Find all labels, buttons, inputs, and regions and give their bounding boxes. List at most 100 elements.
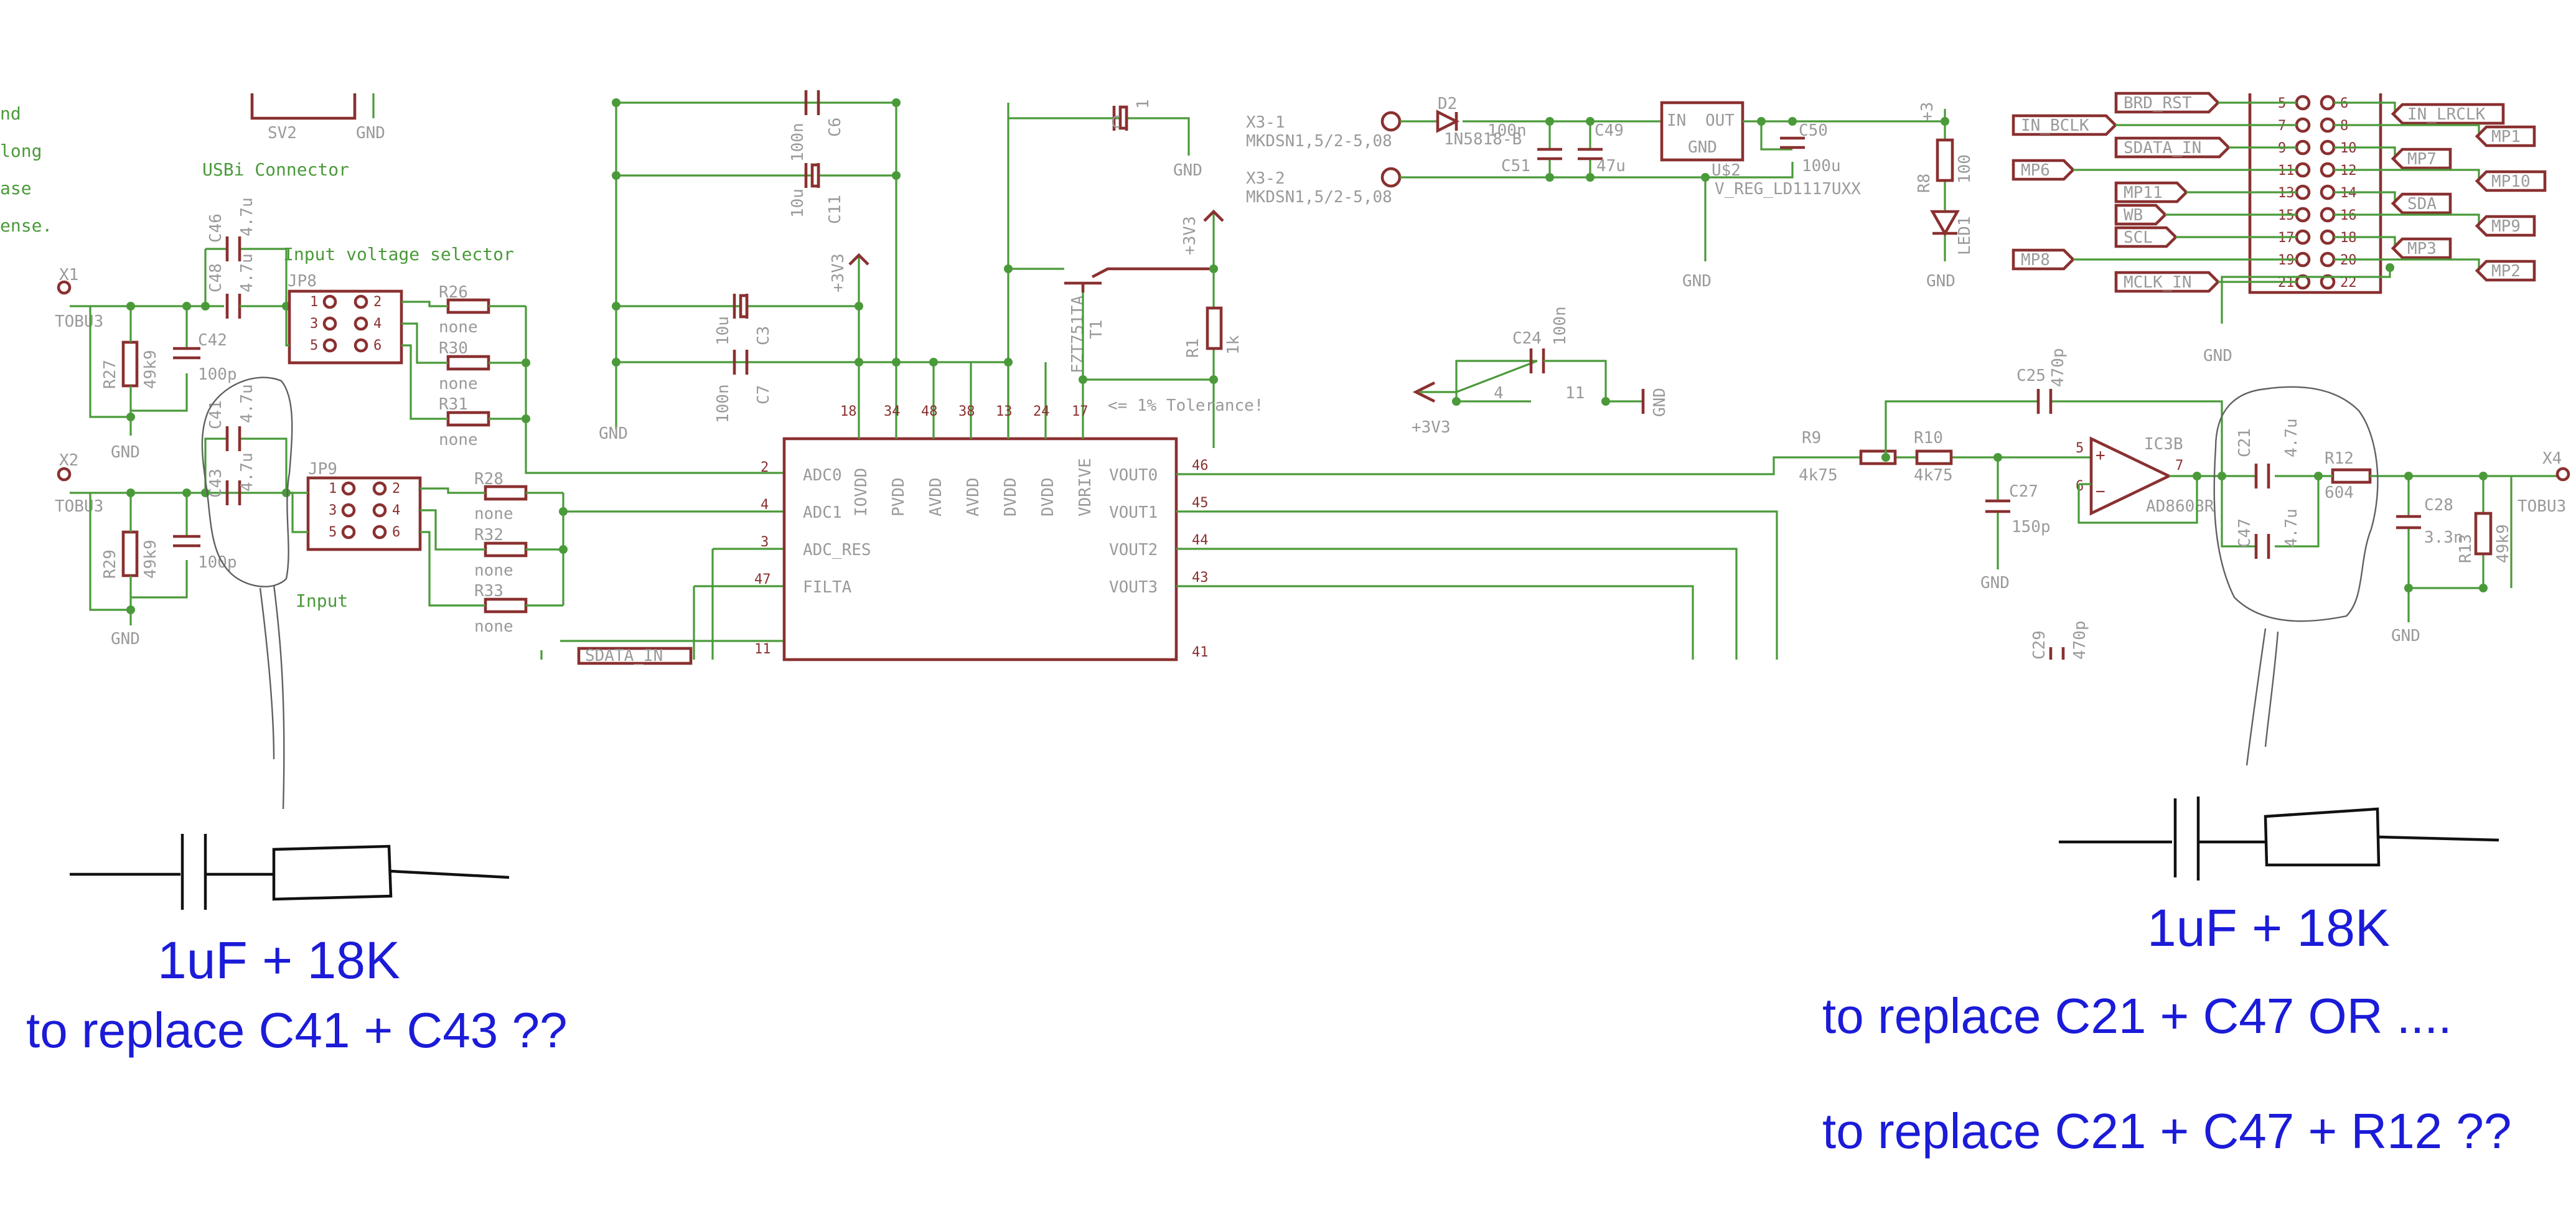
svg-text:−: − bbox=[2096, 482, 2105, 501]
header-pin bbox=[2295, 117, 2311, 133]
svg-text:MKDSN1,5/2-5,08: MKDSN1,5/2-5,08 bbox=[1246, 188, 1392, 207]
svg-text:1k: 1k bbox=[1224, 335, 1243, 355]
svg-text:47: 47 bbox=[754, 572, 771, 587]
right-proposed-value: 1uF + 18K bbox=[2147, 899, 2390, 957]
svg-text:FILTA: FILTA bbox=[803, 578, 852, 597]
svg-text:47u: 47u bbox=[1596, 157, 1626, 175]
svg-text:4.7u: 4.7u bbox=[238, 384, 256, 423]
header-signal-flag bbox=[2012, 159, 2076, 181]
svg-text:C42: C42 bbox=[198, 331, 227, 350]
svg-text:3: 3 bbox=[761, 535, 769, 550]
header-pin bbox=[2320, 251, 2336, 268]
svg-text:1N5818-B: 1N5818-B bbox=[1444, 130, 1522, 149]
svg-text:100n: 100n bbox=[1487, 121, 1527, 140]
power-input-regulator: X3-1 X3-2 MKDSN1,5/2-5,08 MKDSN1,5/2-5,0… bbox=[1246, 95, 1974, 291]
svg-text:IC3B: IC3B bbox=[2144, 435, 2183, 454]
header-signal-flag bbox=[2475, 259, 2536, 282]
svg-text:AVDD: AVDD bbox=[927, 477, 945, 516]
svg-text:5: 5 bbox=[2076, 441, 2084, 456]
svg-text:IOVDD: IOVDD bbox=[852, 468, 871, 516]
header-pin bbox=[2320, 184, 2336, 200]
annotation-right: 1uF + 18K to replace C21 + C47 OR .... t… bbox=[1822, 899, 2511, 1159]
header-signal-flag bbox=[2475, 170, 2547, 192]
left-replace-question: to replace C41 + C43 ?? bbox=[26, 1002, 567, 1058]
header-signal-flag bbox=[2012, 248, 2076, 271]
svg-text:GND: GND bbox=[1173, 161, 1202, 180]
svg-text:5: 5 bbox=[329, 525, 337, 540]
svg-text:604: 604 bbox=[2325, 484, 2354, 502]
svg-text:R30: R30 bbox=[439, 339, 468, 358]
left-notes: nd long ase ense. bbox=[0, 103, 52, 236]
svg-text:X4: X4 bbox=[2542, 449, 2562, 468]
svg-text:+3: +3 bbox=[1918, 102, 1937, 121]
header-pin bbox=[2320, 95, 2336, 111]
svg-text:R10: R10 bbox=[1914, 429, 1943, 447]
header-signal-label: MP10 bbox=[2491, 172, 2531, 191]
svg-text:100: 100 bbox=[1955, 154, 1974, 184]
right-replace-question-2: to replace C21 + C47 + R12 ?? bbox=[1822, 1103, 2511, 1159]
svg-text:VOUT0: VOUT0 bbox=[1109, 466, 1158, 485]
svg-text:R31: R31 bbox=[439, 395, 468, 414]
svg-text:4: 4 bbox=[392, 503, 400, 518]
svg-text:GND: GND bbox=[2203, 347, 2232, 365]
svg-text:7: 7 bbox=[2175, 458, 2183, 474]
svg-text:none: none bbox=[439, 375, 478, 393]
svg-text:GND: GND bbox=[599, 424, 628, 443]
svg-text:C43: C43 bbox=[207, 469, 225, 498]
pencil-circle-left bbox=[201, 376, 293, 810]
svg-text:JP9: JP9 bbox=[308, 460, 337, 479]
header-pin bbox=[2320, 139, 2336, 156]
svg-text:AD8608R: AD8608R bbox=[2146, 497, 2214, 516]
header-pin bbox=[2320, 229, 2336, 245]
svg-text:C50: C50 bbox=[1799, 121, 1828, 140]
header-signal-flag bbox=[2114, 226, 2178, 248]
svg-text:4.7u: 4.7u bbox=[238, 253, 256, 292]
svg-text:100n: 100n bbox=[1551, 306, 1570, 345]
svg-text:DVDD: DVDD bbox=[1001, 477, 1020, 516]
svg-text:ADC_RES: ADC_RES bbox=[803, 541, 871, 559]
svg-text:17: 17 bbox=[1072, 404, 1089, 419]
header-pin bbox=[2295, 229, 2311, 245]
vdrive-regulator: C 1 GND +3V3 FZT751TA T1 R1 1k <= 1% Tol… bbox=[1004, 99, 1263, 448]
svg-text:4.7u: 4.7u bbox=[238, 197, 256, 236]
svg-text:C49: C49 bbox=[1595, 121, 1624, 140]
svg-text:470p: 470p bbox=[2071, 620, 2089, 660]
svg-text:48: 48 bbox=[921, 404, 938, 419]
svg-text:V_REG_LD1117UXX: V_REG_LD1117UXX bbox=[1715, 180, 1861, 199]
svg-text:4.7u: 4.7u bbox=[238, 452, 256, 492]
svg-text:TOBU3: TOBU3 bbox=[2517, 497, 2566, 516]
svg-text:GND: GND bbox=[356, 124, 385, 143]
header-signal-flag bbox=[2391, 192, 2452, 215]
svg-text:C27: C27 bbox=[2009, 482, 2038, 501]
svg-text:DVDD: DVDD bbox=[1039, 477, 1057, 516]
svg-text:6: 6 bbox=[373, 338, 382, 353]
svg-text:R32: R32 bbox=[474, 526, 503, 544]
svg-text:C28: C28 bbox=[2424, 496, 2453, 515]
svg-text:100n: 100n bbox=[714, 384, 733, 423]
header-signal-flag bbox=[2114, 136, 2231, 159]
svg-text:X2: X2 bbox=[59, 451, 78, 470]
header-signal-flag bbox=[2475, 125, 2536, 147]
svg-text:AVDD: AVDD bbox=[964, 477, 983, 516]
svg-text:C48: C48 bbox=[207, 263, 225, 292]
svg-text:1: 1 bbox=[310, 294, 318, 310]
svg-text:R33: R33 bbox=[474, 582, 503, 600]
svg-text:C11: C11 bbox=[826, 195, 845, 224]
header-signal-flag bbox=[2114, 181, 2189, 203]
header-pin bbox=[2320, 207, 2336, 223]
svg-text:100p: 100p bbox=[198, 553, 237, 572]
svg-text:R8: R8 bbox=[1915, 174, 1934, 193]
usbi-connector-title: USBi Connector bbox=[202, 159, 349, 180]
svg-text:nd: nd bbox=[0, 103, 21, 124]
svg-text:SDATA_IN: SDATA_IN bbox=[585, 647, 663, 665]
c46-c48-caps: C46 4.7u C48 4.7u bbox=[201, 197, 291, 319]
svg-text:D2: D2 bbox=[1438, 95, 1457, 113]
svg-text:MKDSN1,5/2-5,08: MKDSN1,5/2-5,08 bbox=[1246, 132, 1392, 151]
svg-text:3.3n: 3.3n bbox=[2424, 528, 2463, 547]
header-pin bbox=[2320, 117, 2336, 133]
svg-text:2: 2 bbox=[761, 460, 769, 475]
header-pin bbox=[2295, 207, 2311, 223]
header-signal-label: IN_BCLK bbox=[2021, 116, 2089, 135]
svg-text:GND: GND bbox=[2391, 627, 2420, 645]
svg-text:10u: 10u bbox=[714, 316, 733, 345]
